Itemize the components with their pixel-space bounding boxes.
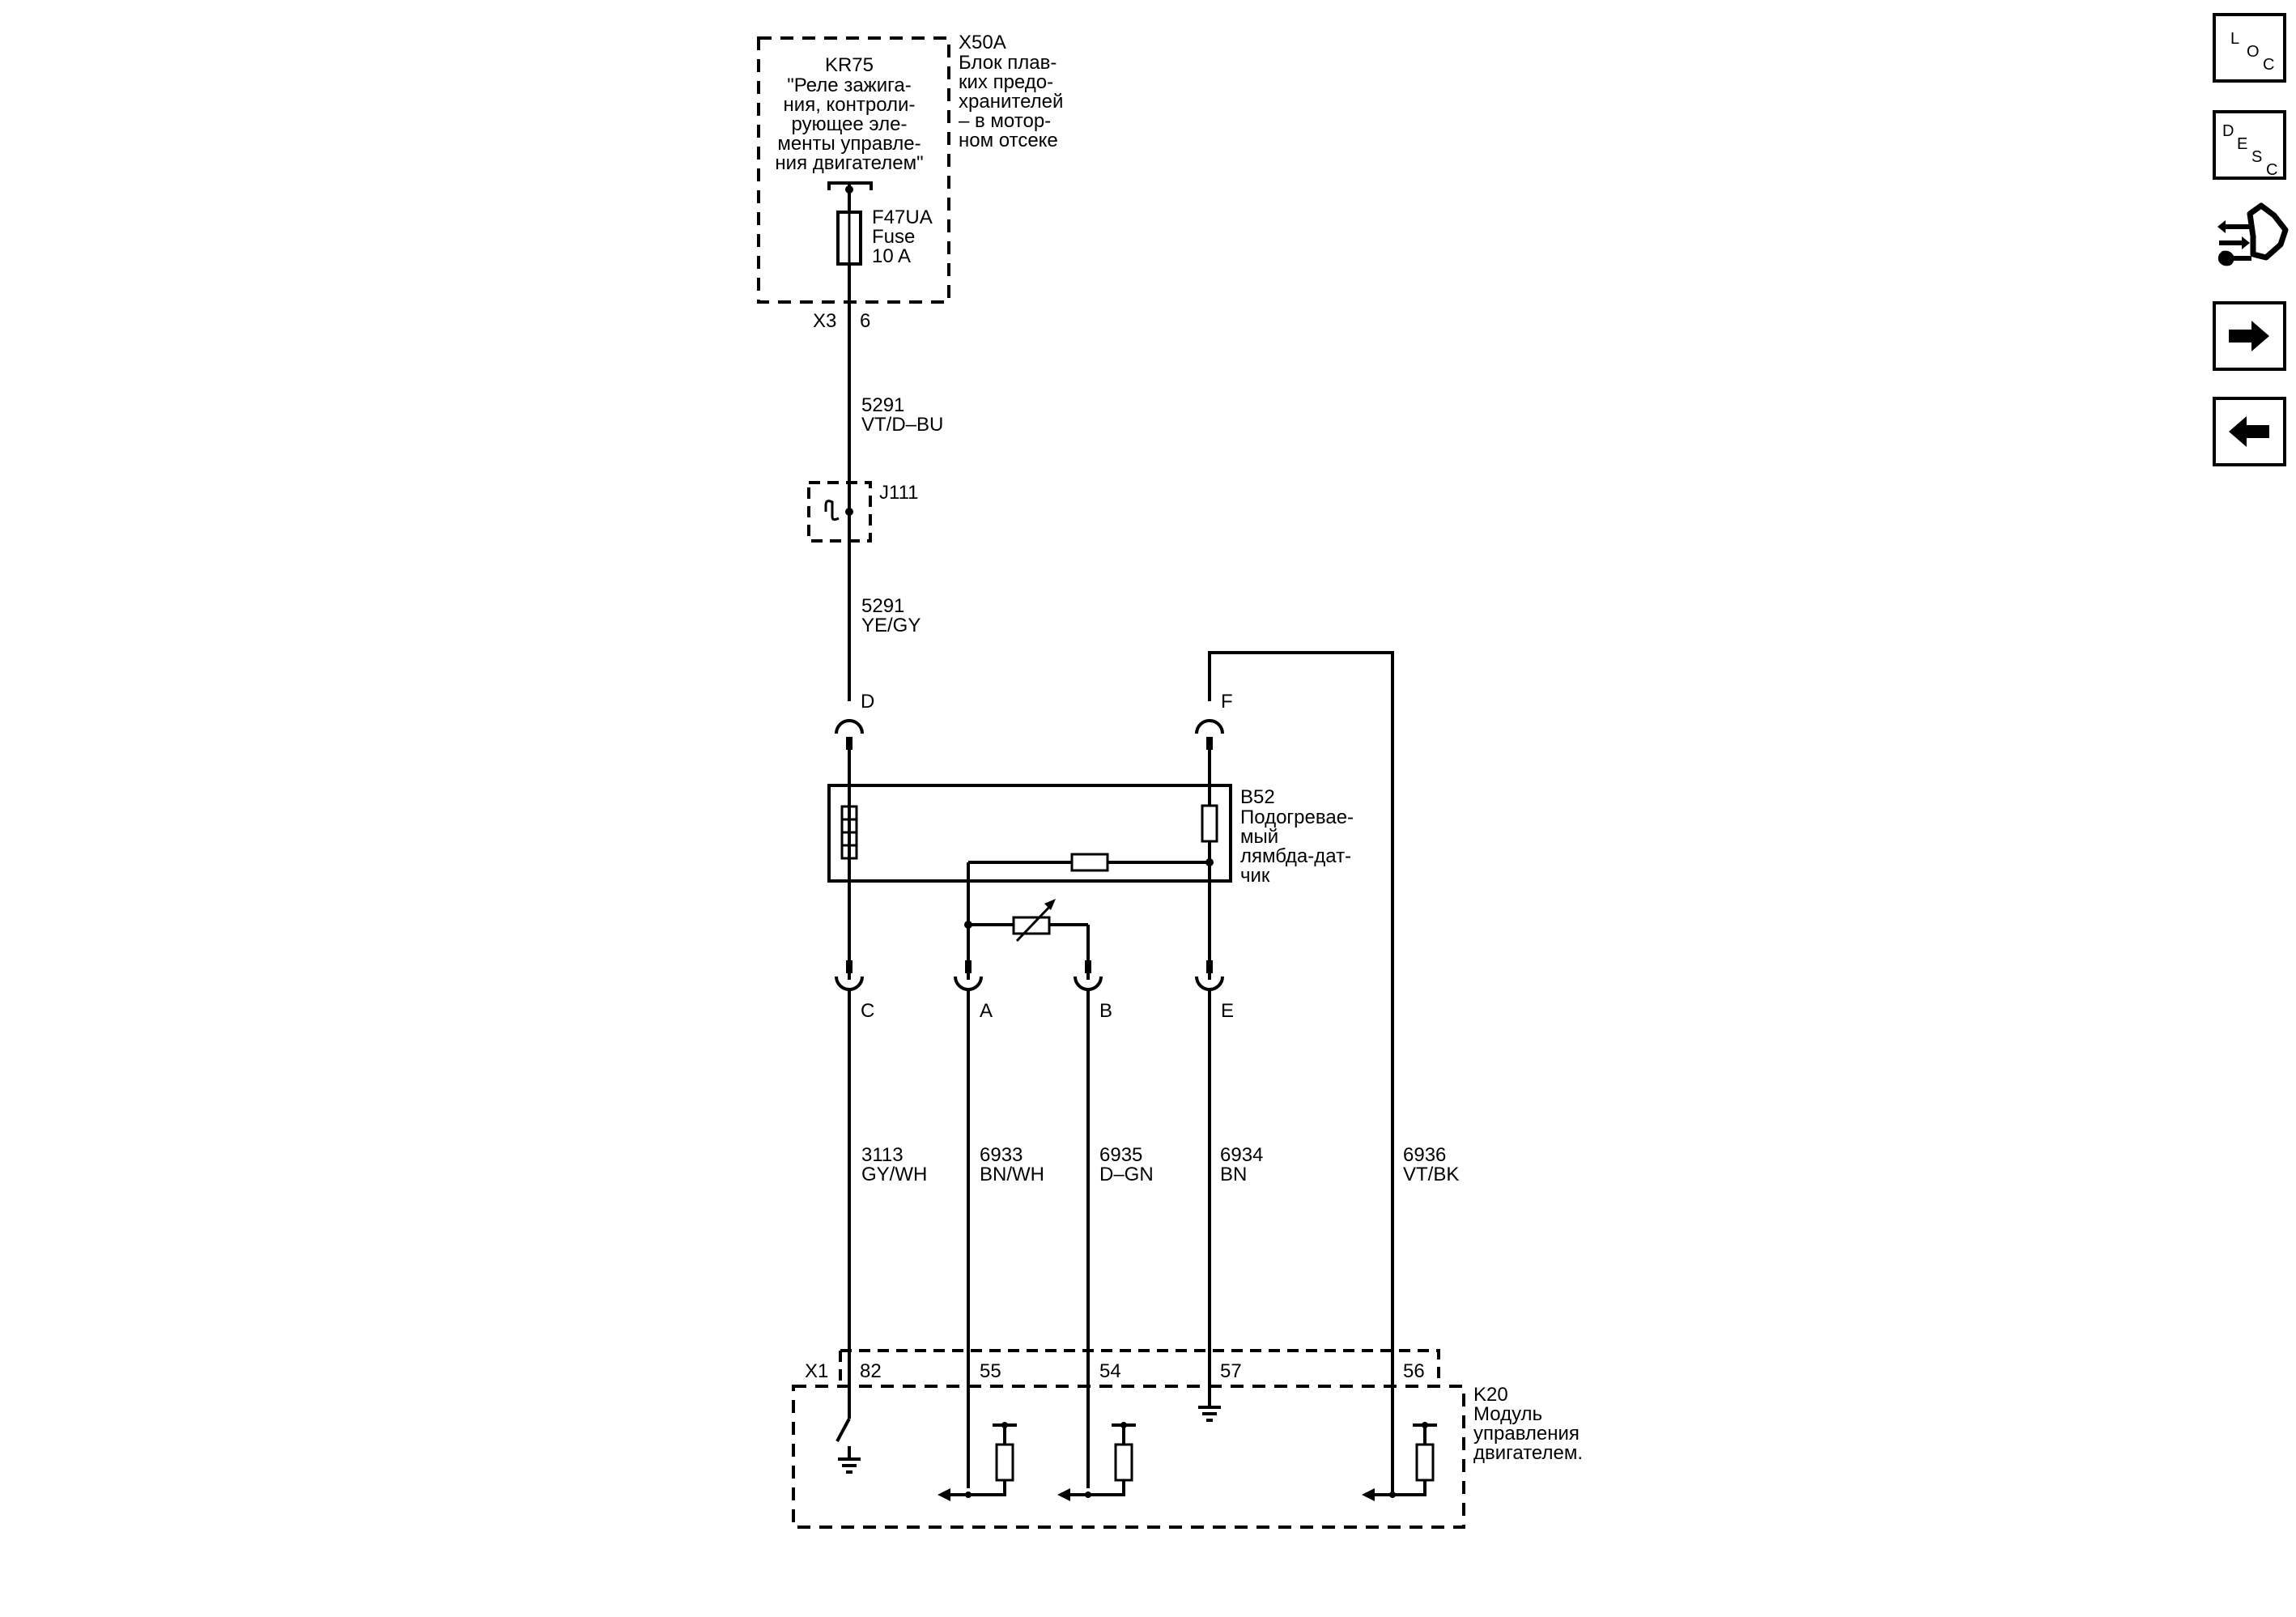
pin-e-label: E: [1221, 1000, 1234, 1022]
loc-letter-2: O: [2247, 43, 2260, 61]
wire-5291-circuit-b: 5291: [861, 595, 904, 617]
relay-desc-line-3: рующее эле-: [792, 113, 908, 135]
fuse-block-pin: 6: [860, 310, 870, 332]
relay-desc-line-2: ния, контроли-: [784, 94, 916, 116]
desc-letter-3: S: [2251, 148, 2262, 166]
wire-6935-circuit: 6935: [1099, 1144, 1142, 1166]
sensor-b52: B52 Подогревае- мый лямбда-дат- чик: [827, 784, 1354, 980]
sensor-resistor-icon: [1201, 804, 1218, 843]
ecm-pin-57: 57: [1220, 1360, 1242, 1382]
sensor-id: B52: [1240, 786, 1275, 808]
loc-letter-1: L: [2230, 30, 2239, 48]
fuse-block-x50a: KR75 "Реле зажига- ния, контроли- рующее…: [757, 32, 1063, 332]
splice-id: J111: [879, 482, 918, 504]
ecm-k20: X1 82 55 54 57 56 K20 Модуль управления …: [792, 1349, 1583, 1529]
wire-6935-color: D–GN: [1099, 1164, 1154, 1185]
sensor-top-connectors: D F: [835, 651, 1394, 1377]
fuse-block-desc-5: ном отсеке: [959, 130, 1058, 151]
fuse-block-desc-4: – в мотор-: [959, 110, 1051, 132]
wire-6933-circuit: 6933: [980, 1144, 1023, 1166]
pin-c-label: C: [861, 1000, 874, 1022]
wire-6934-circuit: 6934: [1220, 1144, 1263, 1166]
wire-6936-color: VT/BK: [1403, 1164, 1459, 1185]
lower-wires: 3113 GY/WH 6933 BN/WH 6935 D–GN 6934 BN …: [848, 989, 1459, 1488]
location-button[interactable]: L O C: [2213, 13, 2286, 83]
ecm-pin-54: 54: [1099, 1360, 1121, 1382]
ecm-pin-82: 82: [860, 1360, 882, 1382]
loc-letter-3: C: [2263, 56, 2274, 74]
wire-5291-color-b: YE/GY: [861, 615, 921, 636]
splice-j111: J111: [807, 481, 918, 543]
wire-3113-circuit: 3113: [861, 1144, 904, 1166]
wire-6933-color: BN/WH: [980, 1164, 1044, 1185]
wire-3113-color: GY/WH: [861, 1164, 927, 1185]
fuse-block-connector: X3: [813, 310, 836, 332]
next-arrow-icon: [2229, 321, 2269, 351]
sensor-desc-3: лямбда-дат-: [1240, 845, 1351, 867]
sensor-desc-2: мый: [1240, 826, 1278, 848]
desc-letter-1: D: [2222, 122, 2234, 140]
desc-letter-2: E: [2237, 135, 2247, 153]
ecm-id: K20: [1473, 1384, 1508, 1406]
desc-letter-4: C: [2266, 161, 2277, 179]
description-button[interactable]: D E S C: [2213, 110, 2286, 180]
ecm-desc-1: Модуль: [1473, 1403, 1542, 1425]
sensor-desc-1: Подогревае-: [1240, 806, 1354, 828]
fuse-id: F47UA: [872, 206, 933, 228]
fuse-block-desc-2: ких предо-: [959, 71, 1053, 93]
relay-id: KR75: [825, 54, 874, 76]
pullup-resistor-icon: [1114, 1443, 1133, 1482]
previous-button[interactable]: [2213, 397, 2286, 466]
wire-6934-color: BN: [1220, 1164, 1247, 1185]
pin-f-label: F: [1221, 691, 1233, 713]
fuse-block-desc-3: хранителей: [959, 91, 1063, 113]
previous-arrow-icon: [2229, 416, 2269, 447]
fuse-block-desc-1: Блок плав-: [959, 52, 1057, 74]
fuse-rating: 10 A: [872, 245, 911, 267]
relay-desc-line-4: менты управле-: [777, 133, 921, 155]
fuse-type: Fuse: [872, 226, 915, 248]
ecm-desc-3: двигателем.: [1473, 1442, 1583, 1464]
wire-5291-color-a: VT/D–BU: [861, 414, 943, 436]
pin-d-label: D: [861, 691, 874, 713]
fuse-block-id: X50A: [959, 32, 1006, 53]
sensor-desc-4: чик: [1240, 865, 1270, 887]
connector-end-view-icon[interactable]: [2213, 198, 2290, 279]
pullup-resistor-icon: [1415, 1443, 1435, 1482]
sensor-bottom-connectors: C A B E: [835, 960, 1234, 1022]
ecm-pin-56: 56: [1403, 1360, 1425, 1382]
ecm-desc-2: управления: [1473, 1423, 1580, 1445]
ecm-pin-55: 55: [980, 1360, 1001, 1382]
relay-desc-line-5: ния двигателем": [775, 152, 923, 174]
wire-6936-circuit: 6936: [1403, 1144, 1446, 1166]
relay-desc-line-1: "Реле зажига-: [787, 74, 911, 96]
ecm-connector: X1: [805, 1360, 828, 1382]
wire-5291-circuit-a: 5291: [861, 394, 904, 416]
next-button[interactable]: [2213, 301, 2286, 371]
pin-b-label: B: [1099, 1000, 1112, 1022]
pin-a-label: A: [980, 1000, 993, 1022]
pullup-resistor-icon: [995, 1443, 1014, 1482]
